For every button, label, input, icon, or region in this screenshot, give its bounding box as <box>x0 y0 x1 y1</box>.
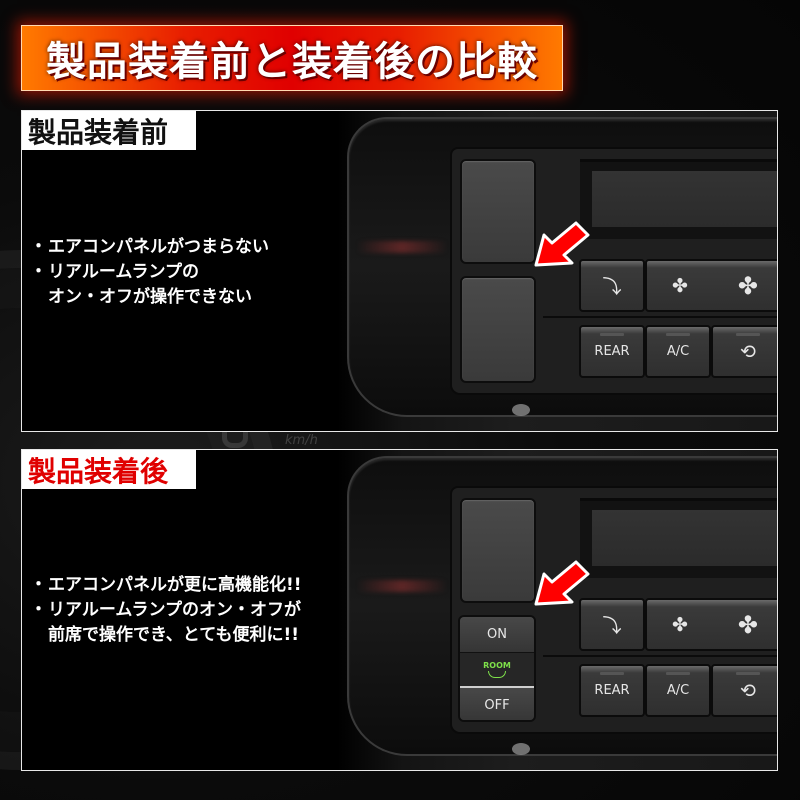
arrow-icon <box>534 560 590 606</box>
room-lamp-icon <box>488 671 506 678</box>
after-label: 製品装着後 <box>22 450 196 489</box>
after-panel: 製品装着後 ・エアコンパネルが更に高機能化!! ・リアルームランプのオン・オフが… <box>21 449 778 771</box>
dash-knob <box>512 743 530 755</box>
bullet-dot: ・ <box>30 600 47 620</box>
background-speedo-unit: km/h <box>285 433 318 448</box>
panel-divider <box>543 316 777 318</box>
defrost-button: ⤵︎ <box>579 598 645 651</box>
indicator-led <box>736 333 760 336</box>
before-photo: ⤵︎ ✤ ✤ REAR A/C ⟲ <box>337 111 777 431</box>
ac-button: A/C <box>645 664 711 717</box>
indicator-led <box>666 672 690 675</box>
bullet-item: ・リアルームランプの <box>30 260 269 285</box>
fan-high-icon: ✤ <box>737 271 758 300</box>
indicator-led <box>600 672 624 675</box>
fan-low-icon: ✤ <box>671 274 688 297</box>
recirculation-icon: ⟲ <box>740 679 756 702</box>
bullet-item: ・エアコンパネルがつまらない <box>30 235 269 260</box>
title-banner: 製品装着前と装着後の比較 <box>21 25 563 91</box>
ac-label: A/C <box>666 344 690 359</box>
bullet-item: ・エアコンパネルが更に高機能化!! <box>30 573 302 598</box>
climate-display <box>592 171 777 227</box>
rear-label: REAR <box>594 344 630 359</box>
ac-button: A/C <box>645 325 711 378</box>
fan-speed-button: ✤ ✤ <box>645 598 777 651</box>
before-label: 製品装着前 <box>22 111 196 150</box>
indicator-led <box>600 333 624 336</box>
blank-switch-top <box>460 498 536 603</box>
room-lamp-switch[interactable]: ON ROOM OFF <box>458 615 536 722</box>
recirculation-icon: ⟲ <box>740 340 756 363</box>
bullet-item: ・リアルームランプのオン・オフが <box>30 598 302 623</box>
climate-display <box>592 510 777 566</box>
blank-switch-top <box>460 159 536 264</box>
defrost-button: ⤵︎ <box>579 259 645 312</box>
rear-button: REAR <box>579 664 645 717</box>
rear-label: REAR <box>594 683 630 698</box>
indicator-led <box>736 672 760 675</box>
bullet-text: リアルームランプのオン・オフが <box>48 600 301 620</box>
bullet-text: エアコンパネルが更に高機能化!! <box>48 575 302 595</box>
ac-label: A/C <box>666 683 690 698</box>
arrow-icon <box>534 221 590 267</box>
bezel-reflection <box>357 241 447 253</box>
bullet-continuation: オン・オフが操作できない <box>48 287 252 307</box>
before-panel: 製品装着前 ・エアコンパネルがつまらない ・リアルームランプの オン・オフが操作… <box>21 110 778 432</box>
before-bullets: ・エアコンパネルがつまらない ・リアルームランプの オン・オフが操作できない <box>30 235 269 310</box>
defrost-icon: ⤵︎ <box>602 615 622 637</box>
indicator-led <box>666 333 690 336</box>
bullet-dot: ・ <box>30 237 47 257</box>
fan-low-icon: ✤ <box>671 613 688 636</box>
bullet-text: リアルームランプの <box>48 262 199 282</box>
room-on-button[interactable]: ON <box>460 617 534 653</box>
bullet-continuation: 前席で操作でき、とても便利に!! <box>48 625 299 645</box>
recirculation-button: ⟲ <box>711 325 777 378</box>
fan-high-icon: ✤ <box>737 610 758 639</box>
bullet-dot: ・ <box>30 575 47 595</box>
room-off-button[interactable]: OFF <box>460 688 534 720</box>
fan-speed-button: ✤ ✤ <box>645 259 777 312</box>
room-indicator: ROOM <box>460 653 534 688</box>
background-speedo-digit <box>222 422 248 448</box>
rear-button: REAR <box>579 325 645 378</box>
recirculation-button: ⟲ <box>711 664 777 717</box>
page-title: 製品装着前と装着後の比較 <box>46 39 538 85</box>
dash-knob <box>512 404 530 416</box>
defrost-icon: ⤵︎ <box>602 276 622 298</box>
bullet-dot: ・ <box>30 262 47 282</box>
panel-divider <box>543 655 777 657</box>
blank-switch-bottom <box>460 276 536 383</box>
bullet-text: エアコンパネルがつまらない <box>48 237 269 257</box>
after-bullets: ・エアコンパネルが更に高機能化!! ・リアルームランプのオン・オフが 前席で操作… <box>30 573 302 648</box>
room-label: ROOM <box>483 661 511 670</box>
bezel-reflection <box>357 580 447 592</box>
after-photo: ON ROOM OFF ⤵︎ ✤ ✤ REAR A/C ⟲ <box>337 450 777 770</box>
